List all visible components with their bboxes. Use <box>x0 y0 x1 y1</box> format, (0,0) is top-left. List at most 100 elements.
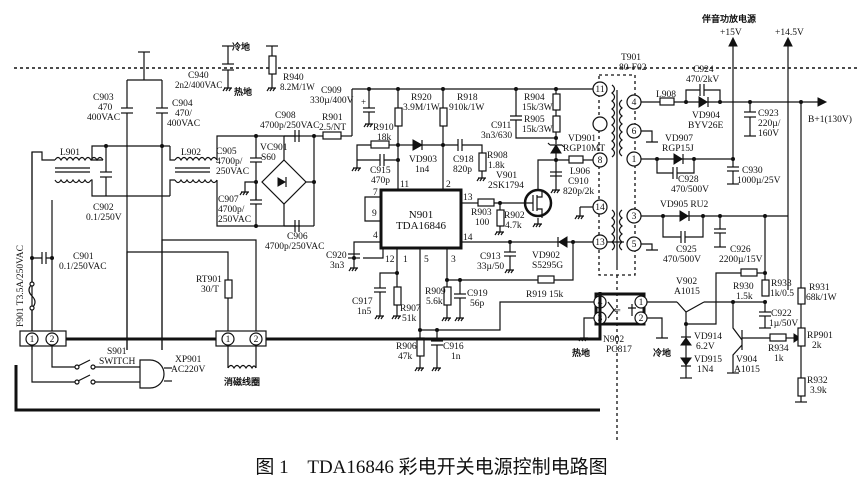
c905-label: C905 <box>216 147 237 157</box>
svg-text:2: 2 <box>50 335 55 345</box>
c925-capacitor <box>662 216 704 243</box>
r920-value: 3.9M/1W <box>403 103 440 113</box>
rail-14-5v-label: +14.5V <box>775 28 804 38</box>
n901-pin-7: 7 <box>373 188 378 198</box>
c940-value: 2n2/400VAC <box>175 80 222 90</box>
c917-label: C917 <box>352 297 373 307</box>
c909-label: C909 <box>321 86 342 96</box>
vd914-zener-diode <box>680 336 692 346</box>
cold-ground-label-2: 冷地 <box>653 347 671 359</box>
n901-pin-14: 14 <box>463 233 473 243</box>
n902-label: N902 <box>603 335 624 345</box>
r931-resistor <box>797 270 806 328</box>
r904-resistor <box>552 89 561 111</box>
c925-value: 470/500V <box>663 255 701 265</box>
n901-pin-13: 13 <box>463 193 473 203</box>
r919-label: R919 15k <box>526 290 563 300</box>
c909-value: 330µ/400V <box>310 96 354 106</box>
r920-resistor <box>394 89 403 190</box>
c906-value: 4700p/250VAC <box>265 242 324 252</box>
l906-label: L906 <box>570 167 590 177</box>
n902-value: PC817 <box>606 345 632 355</box>
c924-value: 470/2kV <box>686 75 719 85</box>
vd904-diode <box>698 96 709 108</box>
r932-resistor <box>795 377 807 403</box>
t901-pin-11: 11 <box>592 81 608 97</box>
rp901-label: RP901 <box>807 331 833 341</box>
r932-label: R932 <box>807 376 828 386</box>
r933-value: 1k/0.5 <box>770 289 794 299</box>
svg-text:5: 5 <box>632 240 637 250</box>
t901-pin-8: 8 <box>592 152 608 168</box>
c926-electrolytic-capacitor <box>714 216 726 248</box>
c928-capacitor <box>656 159 695 179</box>
r906-label: R906 <box>396 342 417 352</box>
c917-capacitor <box>374 287 386 316</box>
arrow-icon <box>728 36 738 47</box>
c911-label: C911 <box>491 121 511 131</box>
xp901-ac-plug <box>139 359 172 389</box>
r930-label: R930 <box>733 282 754 292</box>
v901-label: V901 <box>496 171 517 181</box>
ground-icon-hot <box>239 191 249 196</box>
l901-choke <box>31 145 170 350</box>
r907-value: 51k <box>402 314 417 324</box>
c910-label: C910 <box>568 177 589 187</box>
c924-label: C924 <box>693 65 714 75</box>
c910-capacitor <box>550 171 562 177</box>
vd902-diode <box>557 236 568 248</box>
r905-label: R905 <box>524 115 545 125</box>
c902-value: 0.1/250V <box>86 213 122 223</box>
n901-pin-12: 12 <box>385 255 395 265</box>
r908-value: 1.8k <box>488 161 505 171</box>
ground-icon-hot <box>550 189 560 194</box>
n901-pin-3: 3 <box>451 255 456 265</box>
r904-label: R904 <box>524 93 545 103</box>
c917-value: 1n5 <box>357 307 372 317</box>
l902-label: L902 <box>181 148 201 158</box>
ground-icon-hot <box>266 87 276 92</box>
c919-value: 56p <box>470 299 485 309</box>
svg-text:4: 4 <box>632 98 637 108</box>
vd901-value: RGP10MT <box>563 144 605 154</box>
r910-resistor <box>356 140 398 168</box>
r909-label: R909 <box>425 287 446 297</box>
r903-resistor <box>470 198 513 207</box>
c902-capacitor <box>100 146 112 196</box>
c923-value: 220µ/ <box>758 119 781 129</box>
c923-label: C923 <box>758 109 779 119</box>
svg-text:13: 13 <box>595 238 605 248</box>
ground-icon-hot <box>494 231 504 236</box>
hot-ground-label-2: 热地 <box>572 347 590 359</box>
r918-resistor <box>439 89 448 190</box>
c923-electrolytic-capacitor <box>744 102 756 137</box>
c928-label: C928 <box>678 175 699 185</box>
vc901-bridge-rectifier <box>261 136 314 226</box>
s901-switch <box>31 345 140 385</box>
c903-label: C903 <box>93 93 114 103</box>
vd903-value: 1n4 <box>415 165 430 175</box>
vd915-label: VD915 <box>694 355 722 365</box>
r901-thermistor <box>314 89 353 140</box>
ground-icon-hot <box>574 215 584 220</box>
labels: 冷地 热地 C940 2n2/400VAC R940 8.2M/1W C903 … <box>16 13 852 396</box>
c908-label: C908 <box>275 111 296 121</box>
ground-icon-hot <box>391 315 401 320</box>
c908-capacitor <box>284 130 314 142</box>
rt901-thermistor <box>224 279 233 331</box>
svg-text:2: 2 <box>639 314 644 324</box>
vd903-diode <box>398 139 443 151</box>
rp901-potentiometer <box>797 327 806 378</box>
c926-value: 2200µ/15V <box>719 255 763 265</box>
svg-text:8: 8 <box>598 156 603 166</box>
t901-pin-3: 3 <box>626 208 642 224</box>
r908-label: R908 <box>487 151 508 161</box>
degauss-coil <box>227 345 257 370</box>
n901-pin-9: 9 <box>372 209 377 219</box>
ground-icon-hot <box>532 223 542 228</box>
t901-label: T901 <box>621 53 641 63</box>
rt901-value: 30/T <box>201 285 219 295</box>
r940-resistor <box>266 45 278 88</box>
ground-icon-hot <box>504 269 514 274</box>
c909-electrolytic-capacitor: + <box>361 89 375 124</box>
